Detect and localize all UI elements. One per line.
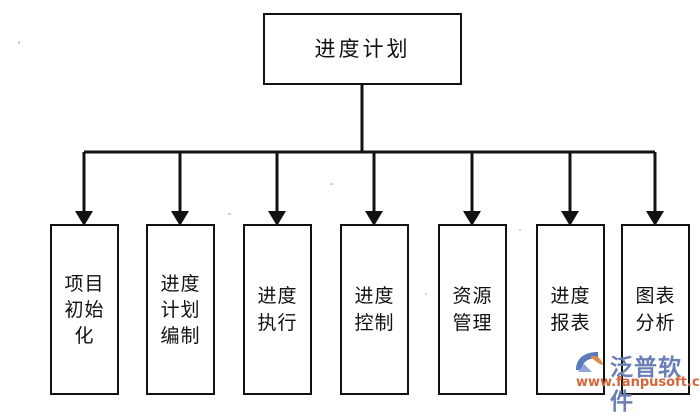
node-label: 进度 计划 编制 xyxy=(160,272,201,347)
arrowhead-5 xyxy=(463,211,481,226)
scan-speck xyxy=(425,293,427,295)
node-label: 进度 报表 xyxy=(550,284,591,334)
node-label: 项目 初始 化 xyxy=(64,272,105,347)
arrowheads xyxy=(75,211,664,226)
node-chart-analysis[interactable]: 图表 分析 xyxy=(621,224,690,395)
node-schedule-control[interactable]: 进度 控制 xyxy=(340,224,409,395)
arrowhead-4 xyxy=(365,211,383,226)
connector-lines xyxy=(75,85,664,226)
node-label: 进度 执行 xyxy=(257,284,298,334)
node-schedule-report[interactable]: 进度 报表 xyxy=(536,224,605,395)
arrowhead-3 xyxy=(268,211,286,226)
node-project-initialization[interactable]: 项目 初始 化 xyxy=(50,224,119,395)
node-label: 进度计划 xyxy=(314,37,411,61)
arrowhead-1 xyxy=(75,211,93,226)
scan-speck xyxy=(18,41,20,44)
node-label: 进度 控制 xyxy=(354,284,395,334)
arrowhead-2 xyxy=(171,211,189,226)
node-resource-management[interactable]: 资源 管理 xyxy=(438,224,507,395)
scan-speck xyxy=(519,229,521,231)
arrowhead-6 xyxy=(561,211,579,226)
node-label: 资源 管理 xyxy=(452,284,493,334)
node-label: 图表 分析 xyxy=(635,284,676,334)
scan-speck xyxy=(228,213,231,215)
node-schedule-execution[interactable]: 进度 执行 xyxy=(243,224,312,395)
scan-speck xyxy=(330,183,333,185)
node-schedule-preparation[interactable]: 进度 计划 编制 xyxy=(146,224,215,395)
node-schedule-plan[interactable]: 进度计划 xyxy=(263,13,462,85)
arrowhead-7 xyxy=(646,211,664,226)
diagram-canvas: 进度计划 项目 初始 化 进度 计划 编制 进度 执行 进度 控制 资源 管理 … xyxy=(18,13,700,415)
